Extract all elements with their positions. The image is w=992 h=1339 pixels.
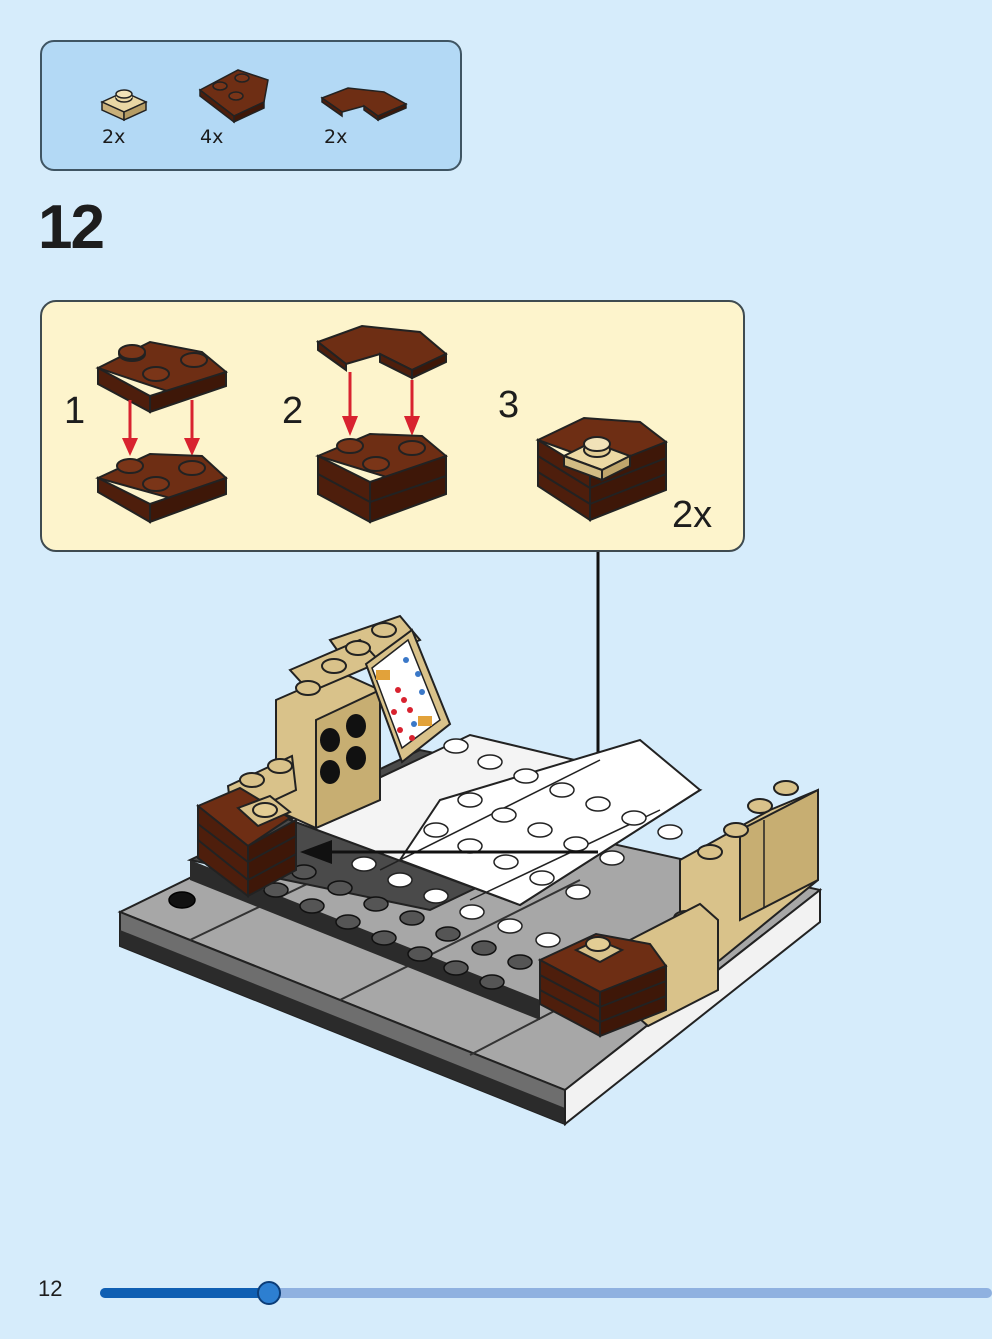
substep-multiplier: 2x	[672, 494, 713, 536]
part-quantity: 4x	[200, 126, 224, 148]
substep-box: 1 2 3 2x	[40, 300, 745, 552]
step-number: 12	[38, 193, 105, 262]
substep-1-illustration	[95, 340, 228, 524]
substep-3-illustration	[535, 416, 668, 522]
parts-list-box: 2x 4x 2x	[40, 40, 462, 171]
progress-handle[interactable]	[257, 1281, 281, 1305]
substep-number: 1	[64, 390, 86, 432]
tan-round-plate-icon	[100, 89, 148, 122]
progress-track	[100, 1288, 992, 1298]
substep-number: 3	[498, 384, 520, 426]
substep-number: 2	[282, 390, 304, 432]
part-quantity: 2x	[102, 126, 126, 148]
progress-fill	[100, 1288, 269, 1298]
brown-wedge-plate-icon	[198, 69, 269, 124]
brown-corner-tile-icon	[320, 87, 408, 122]
page-number: 12	[38, 1276, 63, 1301]
substep-2-illustration	[315, 324, 448, 524]
part-quantity: 2x	[324, 126, 348, 148]
